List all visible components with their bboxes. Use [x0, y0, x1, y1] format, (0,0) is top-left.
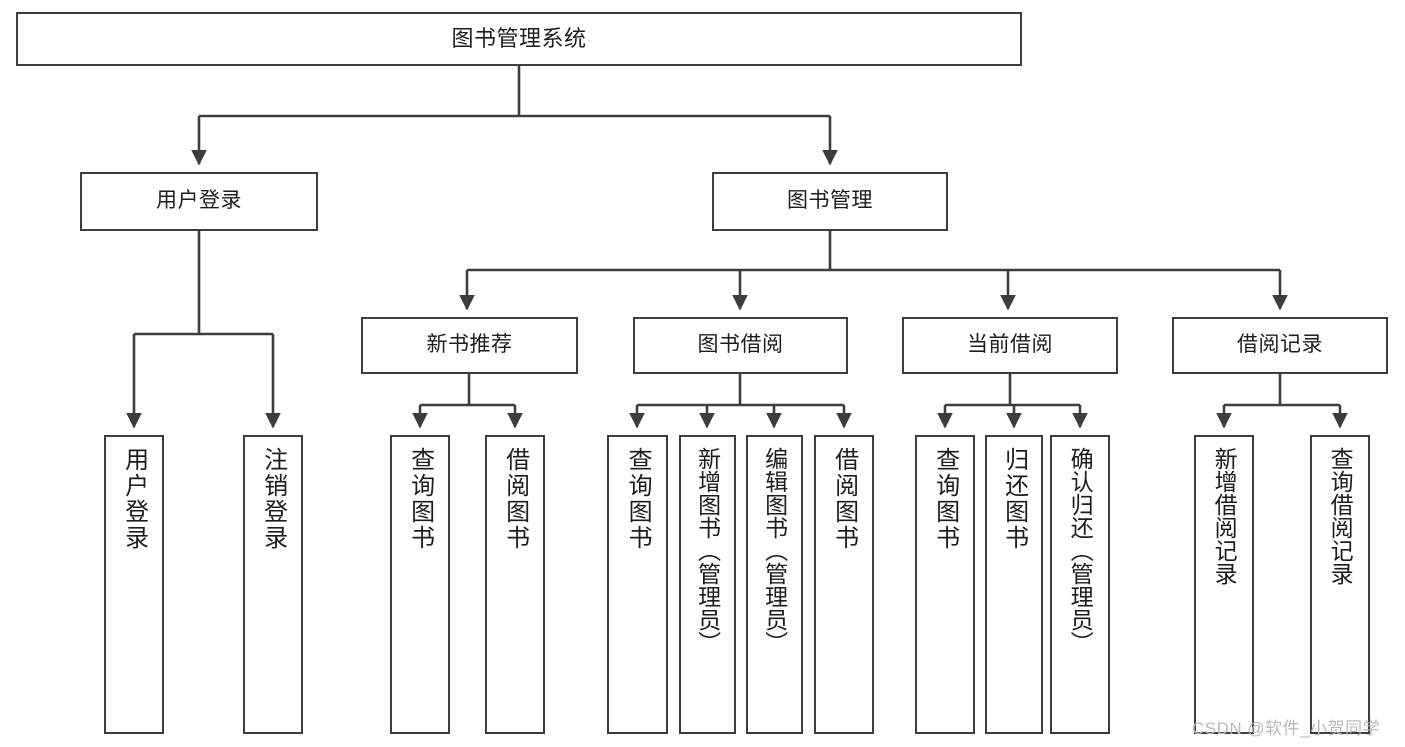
leaf-query-record[interactable]: 查询借阅记录: [1310, 435, 1370, 734]
node-borrow-record[interactable]: 借阅记录: [1172, 317, 1388, 374]
node-new-book-recommend[interactable]: 新书推荐: [361, 317, 578, 374]
leaf-query-book-3[interactable]: 查询图书: [915, 435, 975, 734]
leaf-logout-label: 注销登录: [259, 447, 287, 551]
leaf-logout[interactable]: 注销登录: [243, 435, 303, 734]
leaf-return-book-label: 归还图书: [1000, 447, 1028, 551]
leaf-query-record-label: 查询借阅记录: [1327, 447, 1354, 585]
csdn-watermark: CSDN @软件_小贺同学: [1192, 719, 1381, 738]
leaf-confirm-return-label: 确认归还（管理员）: [1067, 447, 1094, 654]
node-user-login[interactable]: 用户登录: [80, 172, 318, 231]
leaf-edit-book-label: 编辑图书（管理员）: [761, 447, 788, 654]
leaf-add-book[interactable]: 新增图书（管理员）: [679, 435, 736, 734]
node-root[interactable]: 图书管理系统: [16, 12, 1022, 66]
node-borrow-record-label: 借阅记录: [1237, 333, 1323, 357]
leaf-query-book-1-label: 查询图书: [406, 447, 434, 551]
leaf-confirm-return[interactable]: 确认归还（管理员）: [1050, 435, 1110, 734]
node-new-book-recommend-label: 新书推荐: [426, 333, 513, 357]
leaf-query-book-2[interactable]: 查询图书: [607, 435, 668, 734]
leaf-user-login[interactable]: 用户登录: [104, 435, 164, 734]
leaf-query-book-2-label: 查询图书: [624, 447, 652, 551]
leaf-query-book-3-label: 查询图书: [931, 447, 959, 551]
node-book-manage[interactable]: 图书管理: [712, 172, 948, 231]
leaf-borrow-book-1-label: 借阅图书: [501, 447, 529, 551]
leaf-add-book-label: 新增图书（管理员）: [694, 447, 721, 654]
leaf-user-login-label: 用户登录: [120, 447, 148, 551]
node-book-borrow-label: 图书借阅: [697, 333, 784, 357]
node-current-borrow[interactable]: 当前借阅: [902, 317, 1118, 374]
leaf-borrow-book-2-label: 借阅图书: [830, 447, 858, 551]
node-user-login-label: 用户登录: [156, 189, 242, 213]
leaf-borrow-book-2[interactable]: 借阅图书: [814, 435, 874, 734]
leaf-edit-book[interactable]: 编辑图书（管理员）: [746, 435, 803, 734]
leaf-add-record-label: 新增借阅记录: [1211, 447, 1238, 585]
node-current-borrow-label: 当前借阅: [967, 333, 1053, 357]
node-root-label: 图书管理系统: [451, 26, 587, 52]
leaf-borrow-book-1[interactable]: 借阅图书: [485, 435, 545, 734]
leaf-query-book-1[interactable]: 查询图书: [390, 435, 450, 734]
node-book-manage-label: 图书管理: [787, 189, 873, 213]
leaf-add-record[interactable]: 新增借阅记录: [1194, 435, 1254, 734]
node-book-borrow[interactable]: 图书借阅: [633, 317, 848, 374]
leaf-return-book[interactable]: 归还图书: [985, 435, 1043, 734]
